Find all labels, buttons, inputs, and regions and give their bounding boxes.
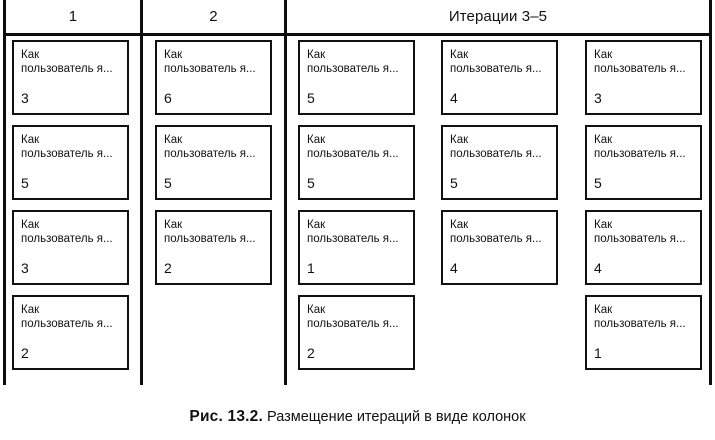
story-card-title: Как пользователь я... bbox=[594, 49, 686, 75]
story-card[interactable]: Как пользователь я... 5 bbox=[441, 125, 558, 200]
story-card-title: Как пользователь я... bbox=[450, 134, 542, 160]
story-card[interactable]: Как пользователь я... 5 bbox=[298, 125, 415, 200]
story-card-title: Как пользователь я... bbox=[164, 134, 256, 160]
story-column-iteration-2: Как пользователь я... 6 Как пользователь… bbox=[155, 40, 272, 295]
header-rule bbox=[3, 33, 711, 36]
story-column-iteration-3: Как пользователь я... 5 Как пользователь… bbox=[298, 40, 415, 380]
column-header-iteration-2: 2 bbox=[143, 0, 284, 33]
figure-caption: Рис. 13.2. Размещение итераций в виде ко… bbox=[0, 408, 715, 426]
story-card[interactable]: Как пользователь я... 2 bbox=[298, 295, 415, 370]
story-card-title: Как пользователь я... bbox=[21, 49, 113, 75]
figure-caption-label: Рис. 13.2. bbox=[189, 408, 263, 425]
story-card-points: 5 bbox=[21, 175, 29, 191]
story-card-title: Как пользователь я... bbox=[307, 304, 399, 330]
story-card[interactable]: Как пользователь я... 5 bbox=[585, 125, 702, 200]
story-card-points: 1 bbox=[307, 260, 315, 276]
story-card[interactable]: Как пользователь я... 6 bbox=[155, 40, 272, 115]
story-card-points: 6 bbox=[164, 90, 172, 106]
story-column-iteration-1: Как пользователь я... 3 Как пользователь… bbox=[12, 40, 129, 380]
story-card-title: Как пользователь я... bbox=[21, 134, 113, 160]
story-card[interactable]: Как пользователь я... 4 bbox=[441, 40, 558, 115]
story-card[interactable]: Как пользователь я... 5 bbox=[12, 125, 129, 200]
story-card-title: Как пользователь я... bbox=[307, 49, 399, 75]
story-card[interactable]: Как пользователь я... 3 bbox=[585, 40, 702, 115]
story-card-points: 3 bbox=[21, 90, 29, 106]
story-column-iteration-5: Как пользователь я... 3 Как пользователь… bbox=[585, 40, 702, 380]
story-card-points: 5 bbox=[164, 175, 172, 191]
figure-caption-body: Размещение итераций в виде колонок bbox=[267, 409, 526, 425]
story-card[interactable]: Как пользователь я... 2 bbox=[12, 295, 129, 370]
column-header-iterations-3-5: Итерации 3–5 bbox=[287, 0, 709, 33]
board-header: 1 2 Итерации 3–5 bbox=[0, 0, 715, 33]
column-header-label: Итерации 3–5 bbox=[448, 8, 548, 25]
story-card-title: Как пользователь я... bbox=[594, 134, 686, 160]
story-card[interactable]: Как пользователь я... 4 bbox=[441, 210, 558, 285]
story-card-title: Как пользователь я... bbox=[450, 49, 542, 75]
story-card-title: Как пользователь я... bbox=[307, 134, 399, 160]
story-card[interactable]: Как пользователь я... 3 bbox=[12, 40, 129, 115]
story-card-title: Как пользователь я... bbox=[21, 304, 113, 330]
story-card-points: 4 bbox=[450, 260, 458, 276]
story-card-points: 3 bbox=[594, 90, 602, 106]
story-card-title: Как пользователь я... bbox=[164, 49, 256, 75]
column-divider-left bbox=[3, 0, 6, 385]
story-card[interactable]: Как пользователь я... 5 bbox=[298, 40, 415, 115]
story-card-title: Как пользователь я... bbox=[164, 219, 256, 245]
story-card-points: 4 bbox=[594, 260, 602, 276]
story-card-points: 5 bbox=[307, 90, 315, 106]
story-card[interactable]: Как пользователь я... 1 bbox=[298, 210, 415, 285]
story-card[interactable]: Как пользователь я... 3 bbox=[12, 210, 129, 285]
column-header-label: 2 bbox=[209, 8, 218, 25]
story-card[interactable]: Как пользователь я... 4 bbox=[585, 210, 702, 285]
story-card-title: Как пользователь я... bbox=[594, 304, 686, 330]
story-card[interactable]: Как пользователь я... 2 bbox=[155, 210, 272, 285]
story-card-points: 3 bbox=[21, 260, 29, 276]
story-column-iteration-4: Как пользователь я... 4 Как пользователь… bbox=[441, 40, 558, 295]
story-card-points: 2 bbox=[307, 345, 315, 361]
column-divider-right bbox=[709, 0, 712, 385]
story-card-points: 2 bbox=[164, 260, 172, 276]
story-card-points: 5 bbox=[307, 175, 315, 191]
column-header-iteration-1: 1 bbox=[6, 0, 140, 33]
column-header-label: 1 bbox=[68, 8, 78, 25]
story-card-title: Как пользователь я... bbox=[450, 219, 542, 245]
story-card-title: Как пользователь я... bbox=[21, 219, 113, 245]
story-card-title: Как пользователь я... bbox=[594, 219, 686, 245]
story-card-points: 5 bbox=[594, 175, 602, 191]
column-divider-1 bbox=[140, 0, 143, 385]
story-card-points: 4 bbox=[450, 90, 458, 106]
story-card-title: Как пользователь я... bbox=[307, 219, 399, 245]
story-card-points: 5 bbox=[450, 175, 458, 191]
story-card-points: 1 bbox=[594, 345, 602, 361]
story-card[interactable]: Как пользователь я... 5 bbox=[155, 125, 272, 200]
story-card[interactable]: Как пользователь я... 1 bbox=[585, 295, 702, 370]
story-card-points: 2 bbox=[21, 345, 29, 361]
column-divider-2 bbox=[284, 0, 287, 385]
